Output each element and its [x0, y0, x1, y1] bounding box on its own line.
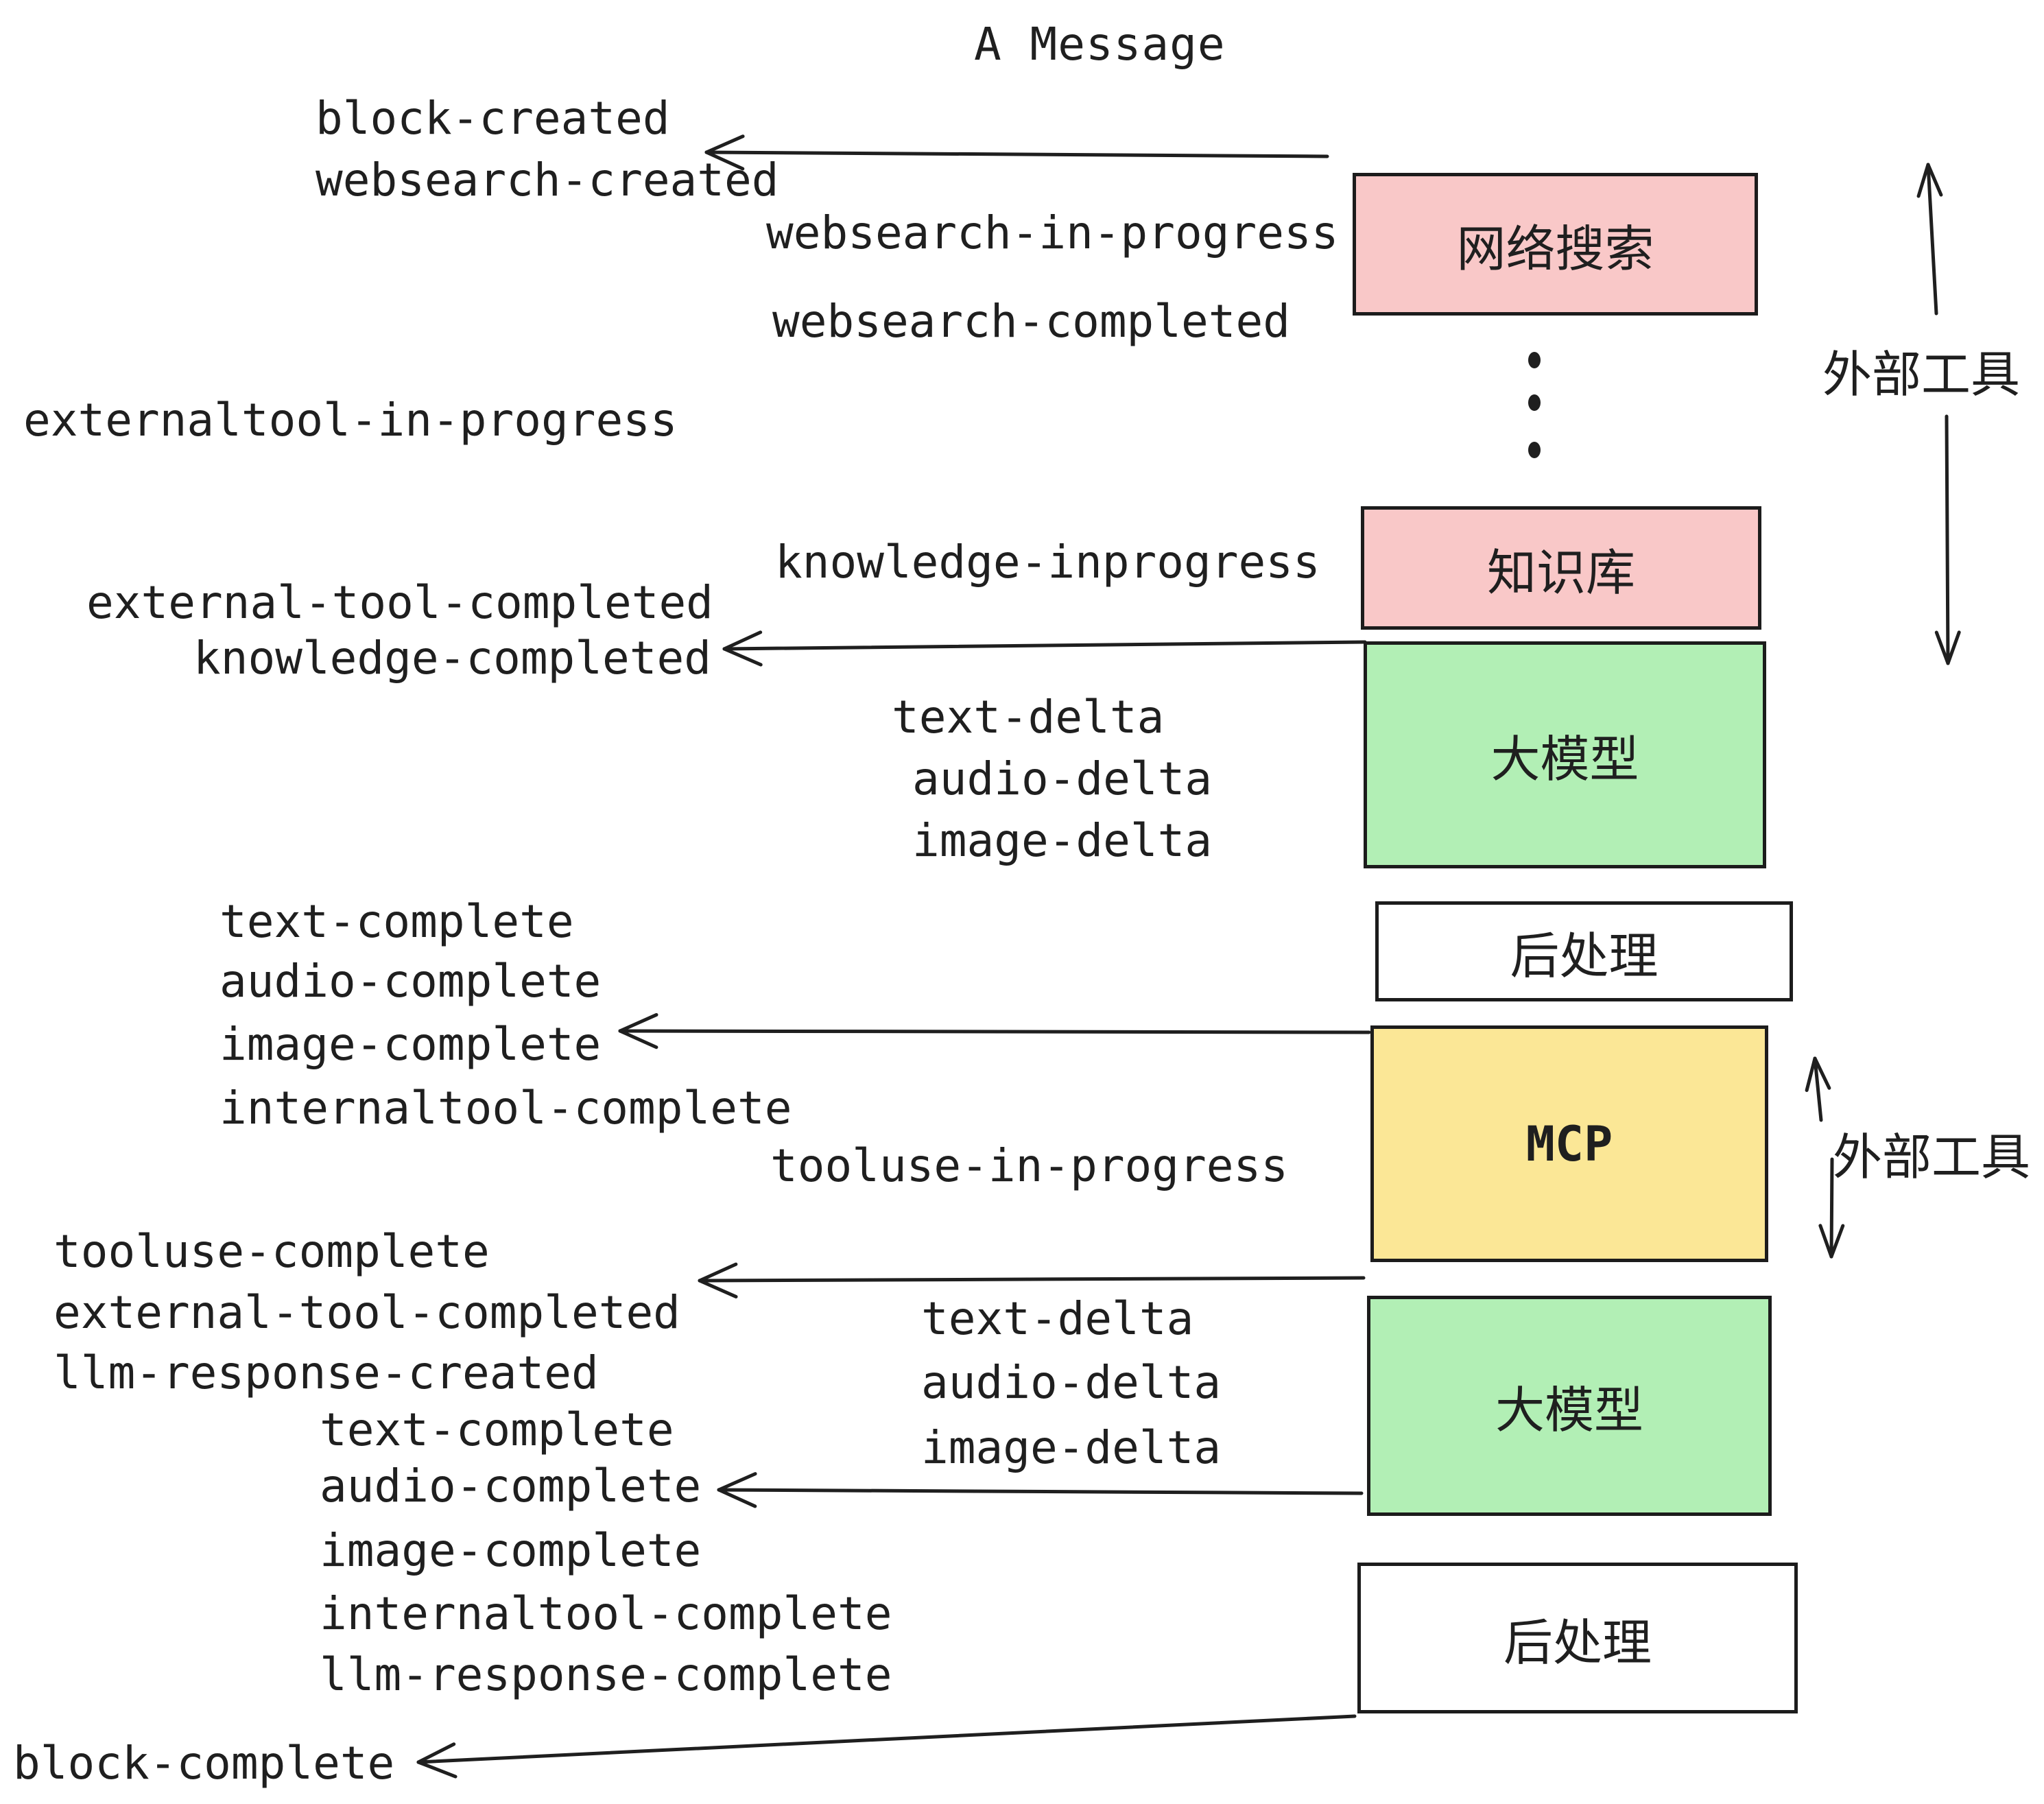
event-label: internaltool-complete: [219, 1082, 792, 1135]
side-annotation-label: 外部工具: [1822, 346, 2021, 403]
event-label: internaltool-complete: [320, 1587, 892, 1640]
event-label: audio-delta: [912, 752, 1213, 805]
node-llm-1: 大模型: [1364, 641, 1766, 868]
event-label: websearch-in-progress: [766, 206, 1339, 259]
node-mcp: MCP: [1370, 1025, 1768, 1262]
event-label: audio-complete: [320, 1460, 702, 1512]
event-label: text-complete: [219, 895, 574, 948]
event-label: externaltool-in-progress: [23, 394, 678, 447]
event-label: llm-response-complete: [320, 1648, 892, 1701]
node-postprocess-2: 后处理: [1357, 1563, 1798, 1713]
node-llm-2: 大模型: [1367, 1296, 1772, 1516]
side-annotation-arrow-down: [1934, 414, 1961, 665]
event-label: llm-response-created: [54, 1346, 599, 1399]
event-label: external-tool-completed: [86, 576, 713, 629]
event-label: knowledge-inprogress: [775, 536, 1320, 589]
event-label: audio-delta: [921, 1356, 1222, 1409]
event-label: tooluse-complete: [54, 1225, 490, 1278]
event-label: text-delta: [892, 691, 1165, 744]
arrow-to-block-complete: [416, 1714, 1357, 1779]
event-label: block-complete: [13, 1737, 395, 1790]
vertical-ellipsis-dots: [1528, 352, 1541, 458]
event-label: tooluse-in-progress: [770, 1139, 1288, 1192]
event-label: text-complete: [320, 1403, 674, 1456]
arrow-to-knowledge-completed: [722, 630, 1367, 667]
arrow-to-image-complete: [618, 1012, 1371, 1049]
event-label: image-delta: [921, 1421, 1222, 1474]
side-annotation-arrow-up: [1916, 163, 1943, 316]
event-label: block-created: [316, 92, 670, 145]
side-annotation-arrow-up: [1805, 1056, 1831, 1122]
arrow-to-audio-complete: [717, 1472, 1364, 1508]
node-postprocess-1: 后处理: [1375, 901, 1793, 1001]
event-label: image-complete: [320, 1524, 702, 1577]
side-annotation-label: 外部工具: [1833, 1128, 2031, 1186]
event-label: websearch-created: [316, 154, 779, 206]
node-websearch: 网络搜索: [1353, 173, 1758, 316]
event-label: image-delta: [912, 814, 1213, 867]
event-label: audio-complete: [219, 955, 602, 1008]
side-annotation-arrow-down: [1818, 1157, 1845, 1259]
event-label: text-delta: [921, 1292, 1194, 1345]
event-label: image-complete: [219, 1018, 602, 1071]
event-label: websearch-completed: [772, 295, 1290, 348]
arrow-to-external-tool-completed: [698, 1262, 1366, 1298]
arrow-to-block-created: [704, 134, 1329, 171]
event-label: external-tool-completed: [54, 1286, 680, 1339]
node-knowledge: 知识库: [1361, 506, 1761, 630]
event-label: knowledge-completed: [193, 632, 711, 685]
diagram-title: A Message: [974, 18, 1226, 71]
